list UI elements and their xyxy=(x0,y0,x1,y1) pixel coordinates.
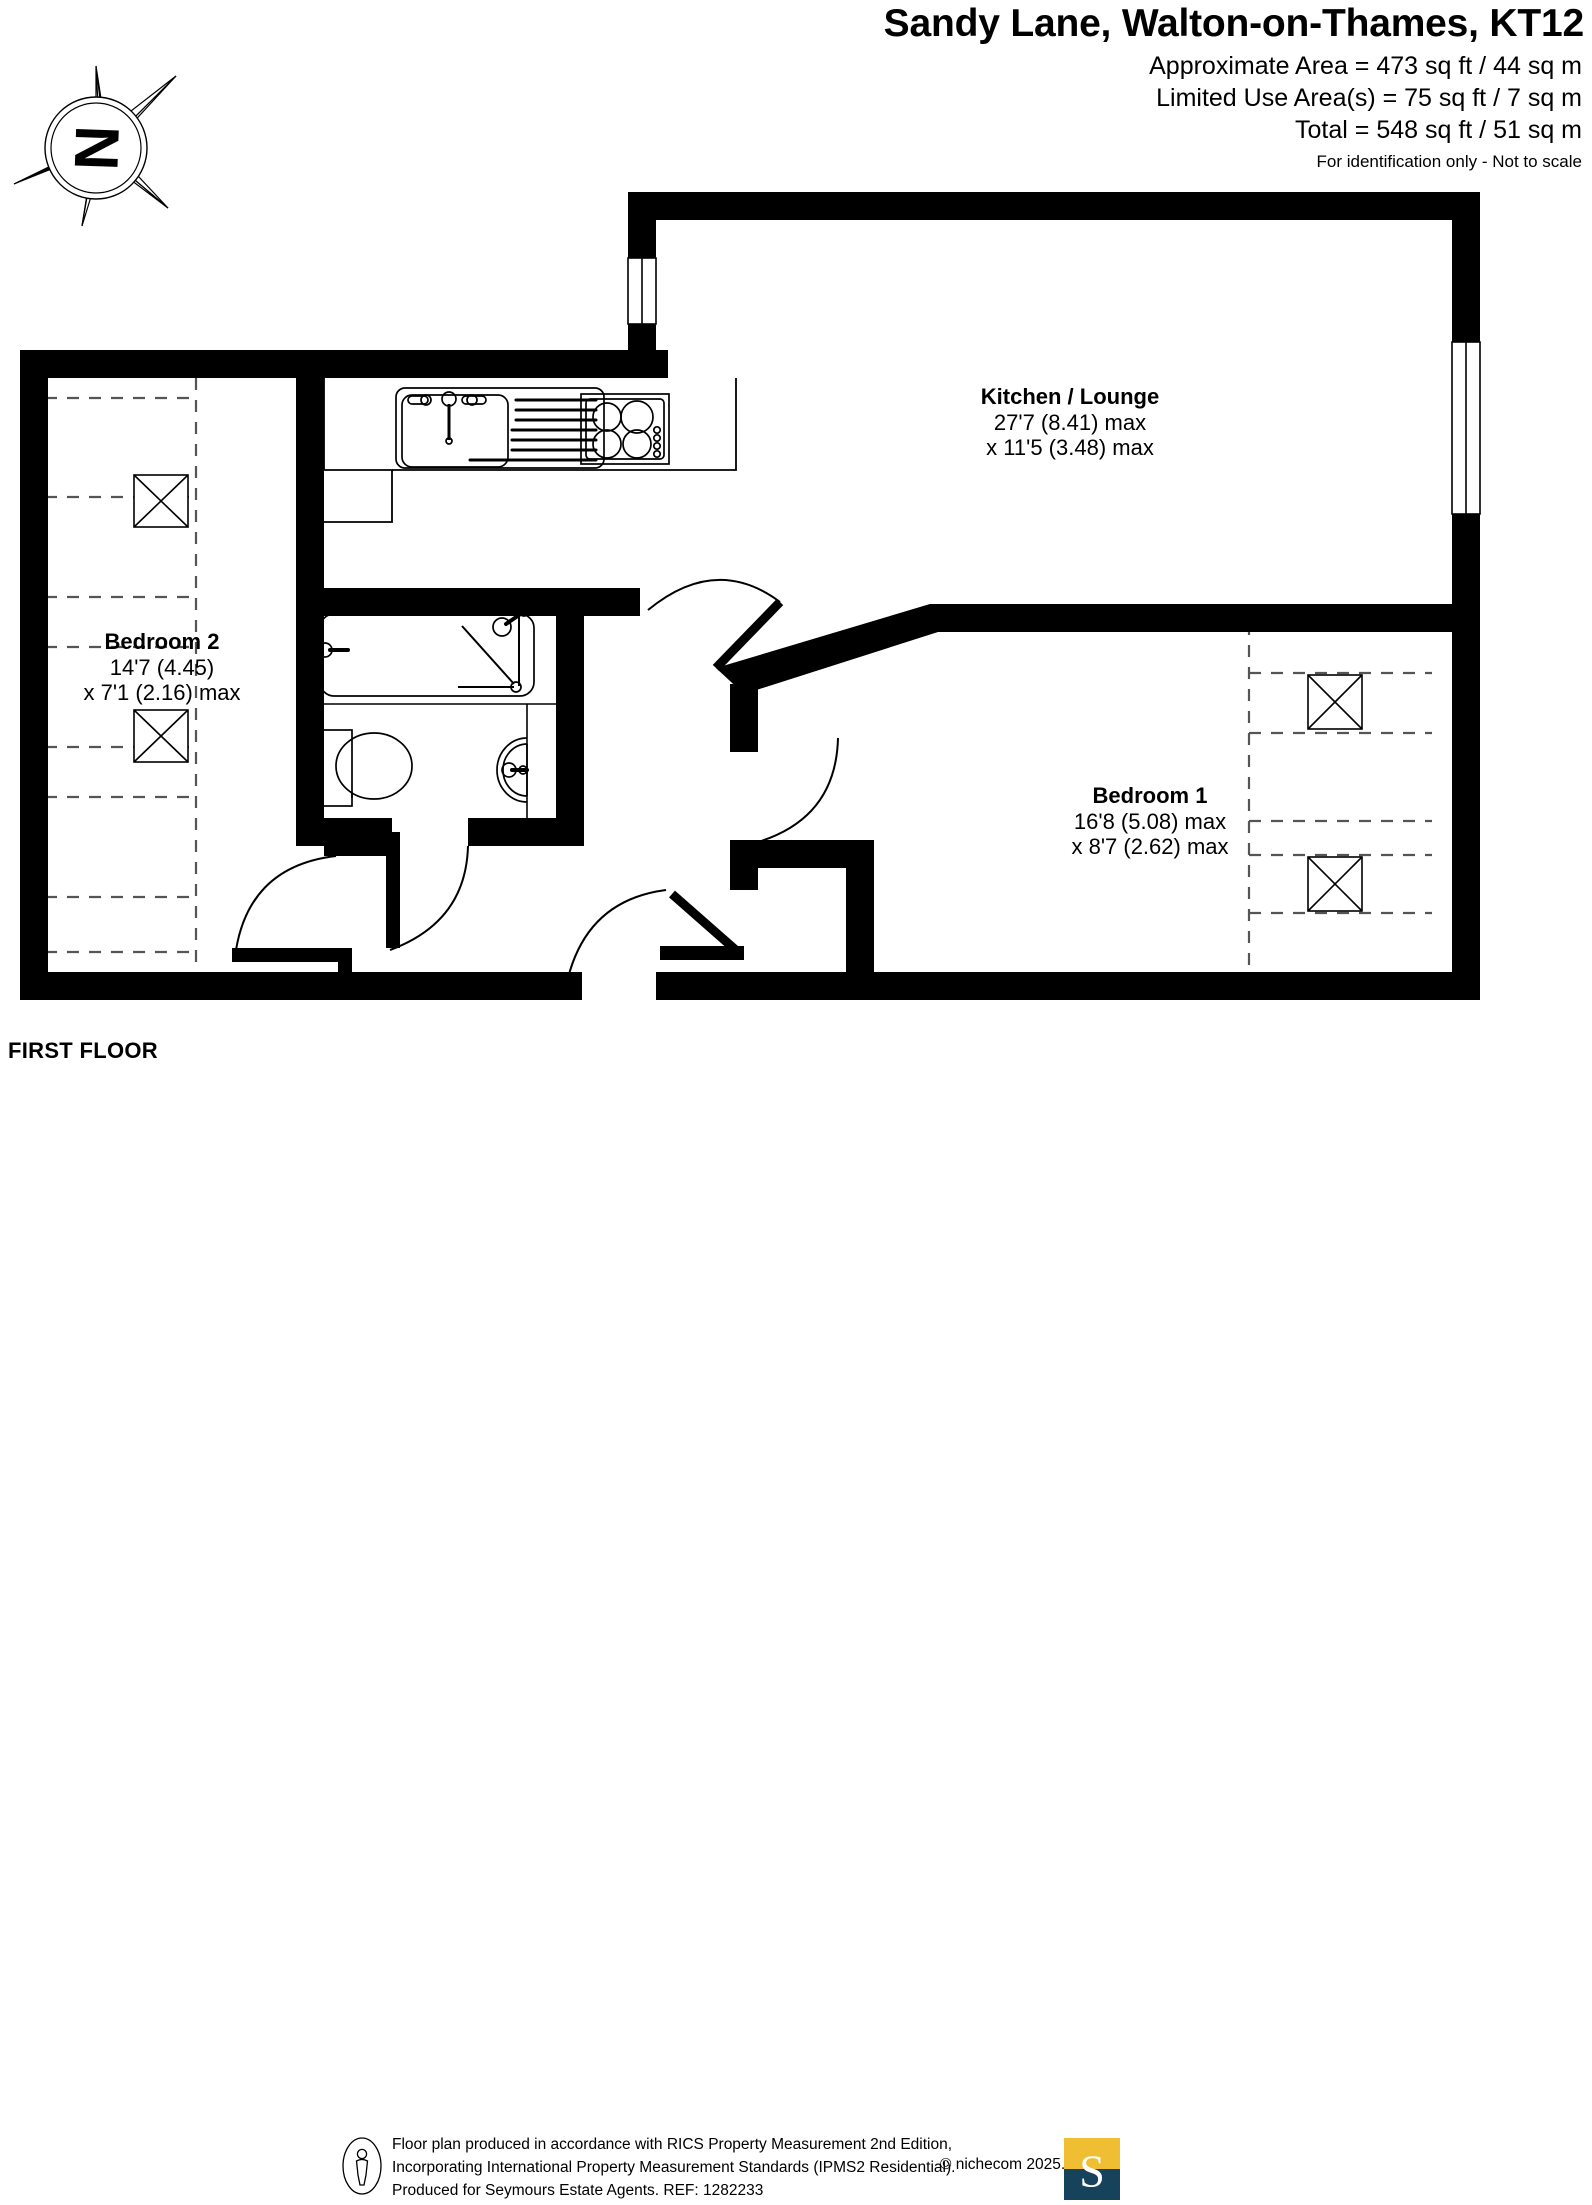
compass-north-letter: N xyxy=(61,124,132,171)
kitchen-hob-icon xyxy=(580,393,670,465)
walls xyxy=(20,192,1480,1000)
compass-rose-icon: N xyxy=(8,58,178,238)
footer-disclaimer-text: Floor plan produced in accordance with R… xyxy=(392,2134,955,2203)
room-label-bedroom-1: Bedroom 1 16'8 (5.08) max x 8'7 (2.62) m… xyxy=(1000,783,1300,860)
header: Sandy Lane, Walton-on-Thames, KT12 Appro… xyxy=(0,0,1592,180)
window-kitchen-right xyxy=(1451,341,1481,515)
room-label-bedroom-2: Bedroom 2 14'7 (4.45) x 7'1 (2.16) max xyxy=(12,629,312,706)
footer-line-3: Produced for Seymours Estate Agents. REF… xyxy=(392,2181,764,2199)
footer-line-2: Incorporating International Property Mea… xyxy=(392,2158,956,2176)
seymours-logo: S xyxy=(1064,2138,1120,2200)
copyright-text: © nichecom 2025. xyxy=(940,2156,1066,2173)
approximate-area-text: Approximate Area = 473 sq ft / 44 sq m xyxy=(1149,52,1582,80)
room-dimension-2: x 11'5 (3.48) max xyxy=(986,435,1154,461)
person-info-icon xyxy=(342,2137,382,2195)
footer: Floor plan produced in accordance with R… xyxy=(0,1062,1592,2200)
roof-light-bedroom-1-lower xyxy=(1307,856,1363,912)
room-dimension-1: 16'8 (5.08) max xyxy=(1073,808,1227,834)
roof-light-bedroom-2-lower xyxy=(133,709,189,763)
kitchen-sink-icon xyxy=(395,387,605,469)
page-title: Sandy Lane, Walton-on-Thames, KT12 xyxy=(883,2,1585,45)
room-dimension-1: 27'7 (8.41) max xyxy=(993,409,1147,435)
room-dimension-2: x 8'7 (2.62) max xyxy=(1071,834,1229,860)
door-lounge-hall xyxy=(647,578,784,672)
room-dimension-2: x 7'1 (2.16) max xyxy=(83,680,241,706)
floor-caption: FIRST FLOOR xyxy=(8,1038,158,1063)
limited-use-area-bedroom-1 xyxy=(1247,623,1432,965)
toilet-icon xyxy=(319,729,413,807)
floor-plan-drawing xyxy=(20,192,1481,1000)
total-area-text: Total = 548 sq ft / 51 sq m xyxy=(1295,116,1582,144)
limited-use-area-bedroom-2 xyxy=(45,378,198,968)
disclaimer-text: For identification only - Not to scale xyxy=(1316,152,1582,171)
room-name: Bedroom 1 xyxy=(1092,783,1208,808)
roof-light-bedroom-2-upper xyxy=(133,474,189,528)
wash-basin-icon xyxy=(496,737,529,803)
window-kitchen-left xyxy=(627,257,657,325)
limited-use-area-text: Limited Use Area(s) = 75 sq ft / 7 sq m xyxy=(1156,84,1582,112)
logo-letter: S xyxy=(1079,2146,1105,2197)
door-entrance xyxy=(567,889,741,979)
door-hall-bedroom-1 xyxy=(757,737,839,843)
door-bedroom-2 xyxy=(235,855,337,951)
room-dimension-1: 14'7 (4.45) xyxy=(109,654,215,680)
door-bathroom xyxy=(389,845,469,951)
room-name: Kitchen / Lounge xyxy=(980,384,1160,409)
room-label-kitchen-lounge: Kitchen / Lounge 27'7 (8.41) max x 11'5 … xyxy=(920,384,1220,461)
kitchen-worktop xyxy=(323,378,737,523)
room-name: Bedroom 2 xyxy=(104,629,220,654)
bath-icon xyxy=(317,605,535,697)
roof-light-bedroom-1-upper xyxy=(1307,674,1363,730)
footer-line-1: Floor plan produced in accordance with R… xyxy=(392,2136,953,2153)
